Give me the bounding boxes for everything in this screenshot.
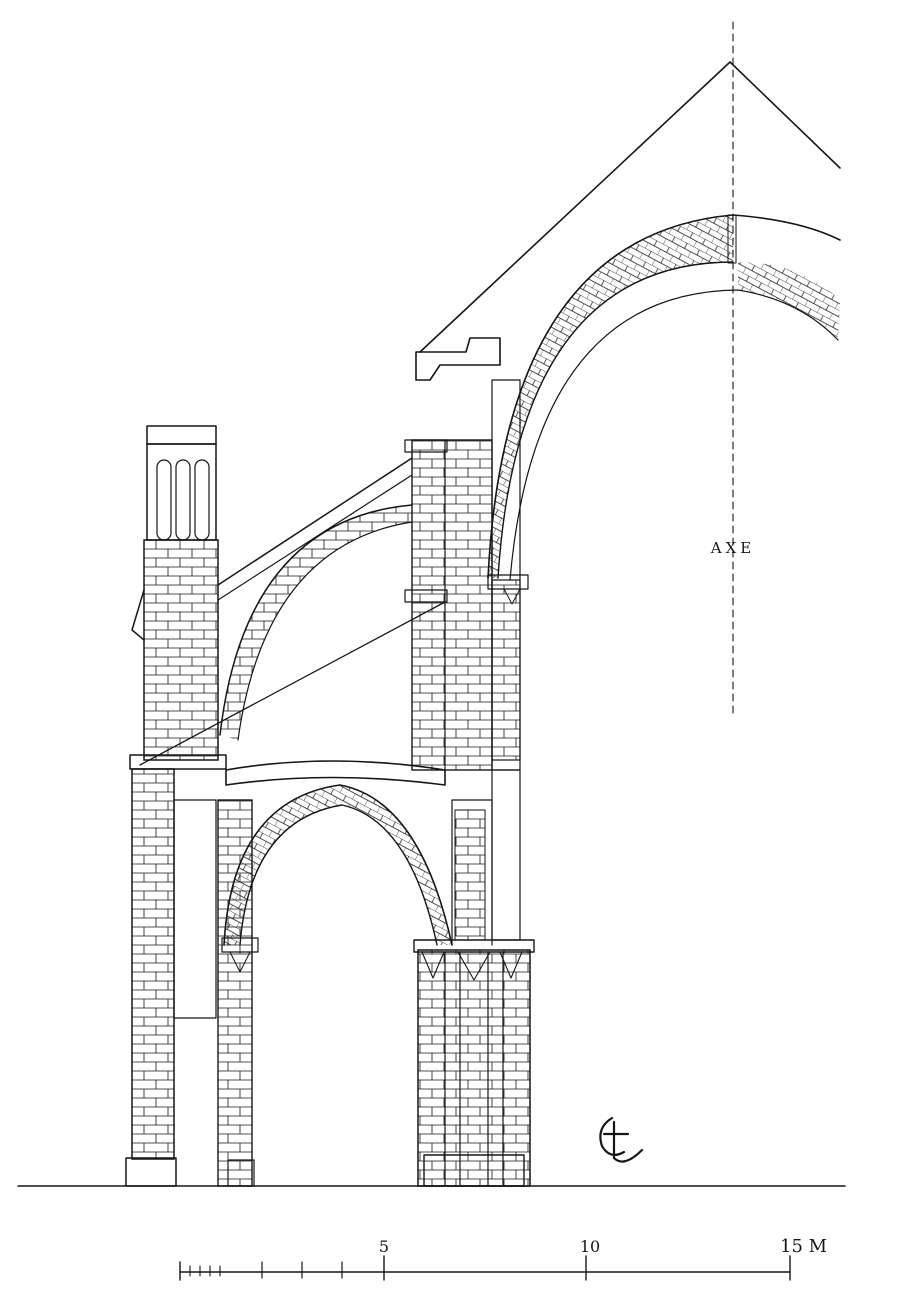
buttress-pier [125,425,227,1187]
axis-label: AXE [710,539,755,557]
nave-vault [487,214,841,581]
scale-tick-label: 5 [379,1237,389,1256]
artist-monogram: CE [0,0,644,1163]
scale-tick-label: 15 M [780,1236,827,1257]
clerestory-cornice [415,337,501,381]
scale-bar: 5 10 15 M [179,1236,827,1281]
aisle-wall-column [217,799,259,1187]
arcade-pier [413,769,535,1187]
scale-tick-label: 10 [580,1237,600,1256]
roof-outline [419,61,841,353]
clerestory-wall [404,379,529,771]
aisle-roof [225,760,446,786]
svg-text:CE: CE [0,0,2,1]
flying-buttress [139,457,446,766]
aisle-arch [223,784,493,946]
